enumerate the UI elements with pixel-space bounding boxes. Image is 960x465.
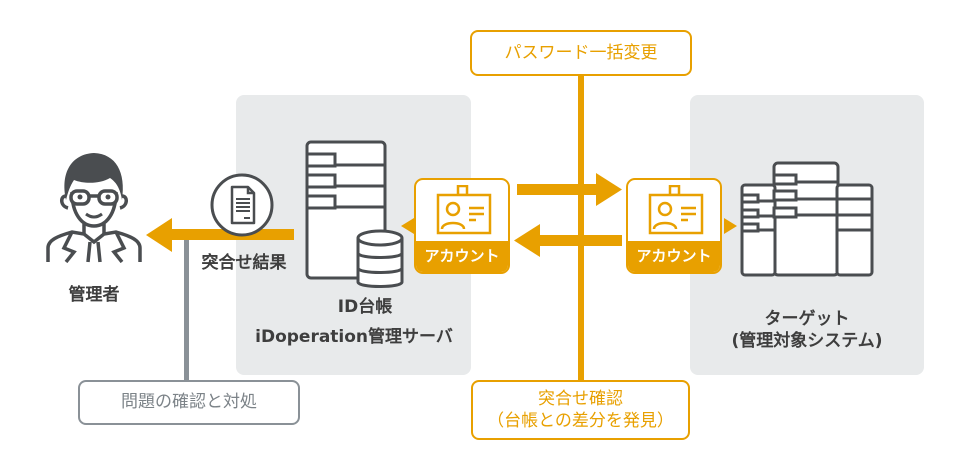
account-badge-target: アカウント: [626, 178, 722, 274]
account-label: アカウント: [416, 241, 508, 272]
reconcile-subtitle: （台帳との差分を発見）: [487, 411, 674, 432]
result-label: 突合せ結果: [201, 253, 287, 273]
admin: [44, 148, 144, 263]
sync-arrow-right-shaft: [517, 184, 597, 195]
database-icon: [356, 229, 404, 288]
target-sublabel: (管理対象システム): [731, 331, 883, 351]
reconcile-callout: 突合せ確認 （台帳との差分を発見）: [471, 380, 690, 440]
password-change-text: パスワード一括変更: [504, 43, 658, 63]
issue-connector-line: [184, 240, 189, 381]
account-left-pointer: [401, 218, 414, 234]
admin-label: 管理者: [68, 285, 120, 305]
ledger-label: ID台帳: [337, 297, 393, 317]
sync-arrow-left-shaft: [538, 235, 622, 246]
center-vertical-line: [578, 76, 584, 381]
person-with-glasses-icon: [46, 153, 142, 263]
password-change-callout: パスワード一括変更: [470, 30, 692, 76]
sync-arrow-right-head: [596, 173, 622, 206]
target-icon-group: [740, 160, 875, 278]
account-badge-server: アカウント: [414, 178, 510, 274]
id-card-icon: [436, 185, 492, 235]
server-label: iDoperation管理サーバ: [255, 327, 453, 347]
result-arrow-head: [146, 218, 172, 252]
id-card-icon: [648, 185, 704, 235]
reconcile-title: 突合せ確認: [538, 389, 623, 409]
account-label: アカウント: [628, 241, 720, 272]
account-right-pointer: [724, 218, 737, 234]
target-label: ターゲット: [764, 309, 850, 329]
sync-arrow-left-head: [514, 224, 540, 257]
document-icon: [210, 173, 274, 237]
server-cluster-icon: [740, 161, 874, 277]
issue-handling-callout: 問題の確認と対処: [78, 380, 300, 425]
database: [355, 228, 405, 292]
result-document: [210, 173, 274, 237]
issue-handling-text: 問題の確認と対処: [121, 392, 257, 412]
